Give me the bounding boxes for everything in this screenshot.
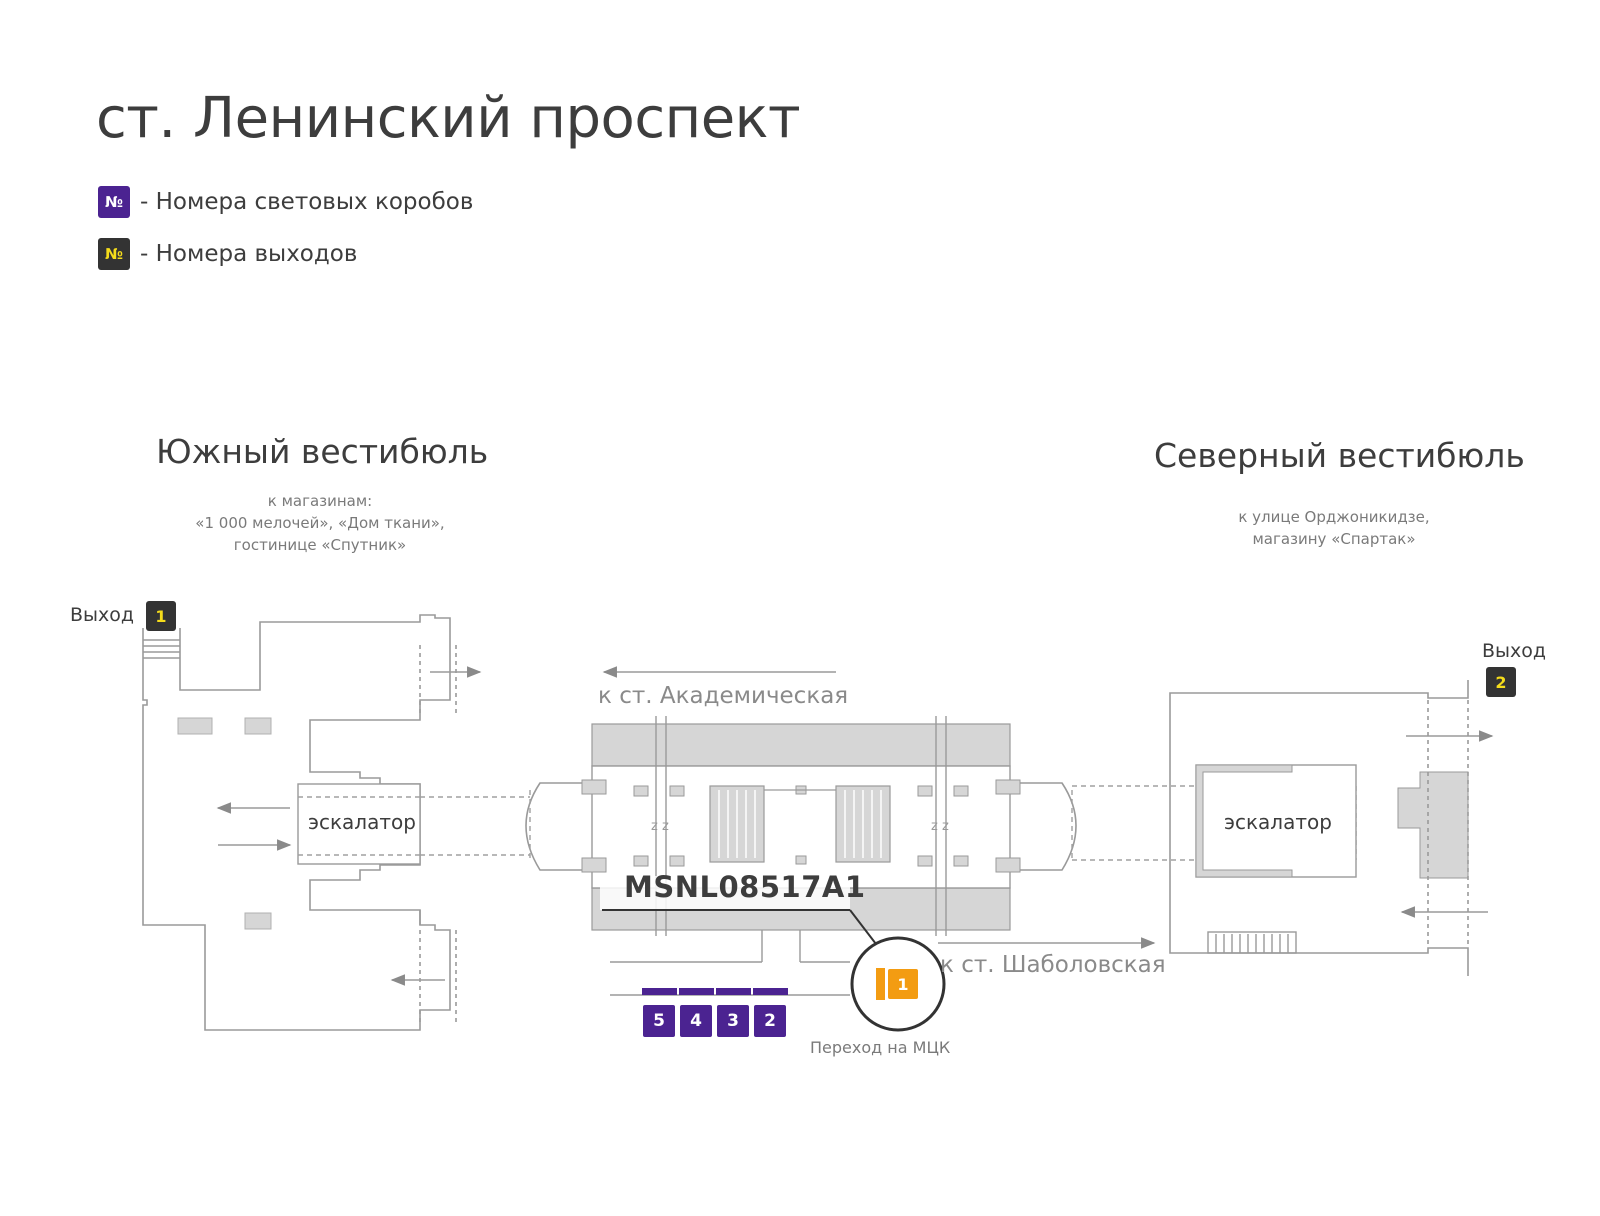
exit-1-label: Выход xyxy=(70,604,135,626)
lightbox-code-label: MSNL08517A1 xyxy=(624,870,866,904)
north-subtitle-line: к улице Орджоникидзе, xyxy=(1238,508,1430,526)
exit-1-badge: 1 xyxy=(146,601,176,631)
platform-hall: z z z z xyxy=(525,716,1077,1032)
platform-escalators xyxy=(709,785,891,863)
south-escalator-label: эскалатор xyxy=(308,810,416,834)
south-vestibule-title: Южный вестибюль xyxy=(156,432,489,471)
north-vestibule-subtitle: к улице Орджоникидзе, магазину «Спартак» xyxy=(1184,506,1484,550)
lightbox-strip xyxy=(642,988,788,995)
direction-shabolovskaya: к ст. Шаболовская xyxy=(940,952,1166,978)
south-subtitle-line: «1 000 мелочей», «Дом ткани», xyxy=(195,514,445,532)
south-subtitle-line: гостинице «Спутник» xyxy=(233,536,407,554)
legend-exits-text: - Номера выходов xyxy=(140,241,358,267)
lightbox-4: 4 xyxy=(680,1005,712,1037)
legend-exits: № - Номера выходов xyxy=(98,237,357,271)
page-title: ст. Ленинский проспект xyxy=(96,86,801,151)
north-escalator xyxy=(1195,764,1357,878)
exit-legend-badge: № xyxy=(98,238,130,270)
transfer-label: Переход на МЦК xyxy=(810,1038,951,1057)
south-vestibule-columns xyxy=(177,717,272,930)
north-vestibule-plan xyxy=(1169,680,1469,976)
exit-2-badge: 2 xyxy=(1486,667,1516,697)
legend-lightboxes-text: - Номера световых коробов xyxy=(140,189,474,215)
lightbox-2: 2 xyxy=(754,1005,786,1037)
svg-text:z z: z z xyxy=(651,819,669,834)
south-tunnel xyxy=(298,796,530,856)
north-vestibule-title: Северный вестибюль xyxy=(1154,436,1525,475)
south-subtitle-line: к магазинам: xyxy=(267,492,373,510)
transfer-exit-badge: 1 xyxy=(888,969,918,999)
svg-text:z z: z z xyxy=(931,819,949,834)
south-vestibule-subtitle: к магазинам: «1 000 мелочей», «Дом ткани… xyxy=(170,490,470,556)
north-vestibule-outline xyxy=(1169,680,1469,976)
direction-academicheskaya: к ст. Академическая xyxy=(598,683,849,709)
north-subtitle-line: магазину «Спартак» xyxy=(1252,530,1416,548)
lightbox-5: 5 xyxy=(643,1005,675,1037)
lightbox-legend-badge: № xyxy=(98,186,130,218)
exit-1-stairs xyxy=(143,639,180,659)
upper-track xyxy=(591,723,1011,767)
exit-2-label: Выход xyxy=(1482,640,1547,662)
legend-lightboxes: № - Номера световых коробов xyxy=(98,185,473,219)
north-escalator-label: эскалатор xyxy=(1224,810,1332,834)
lightbox-3: 3 xyxy=(717,1005,749,1037)
north-turnstiles xyxy=(1207,931,1297,954)
